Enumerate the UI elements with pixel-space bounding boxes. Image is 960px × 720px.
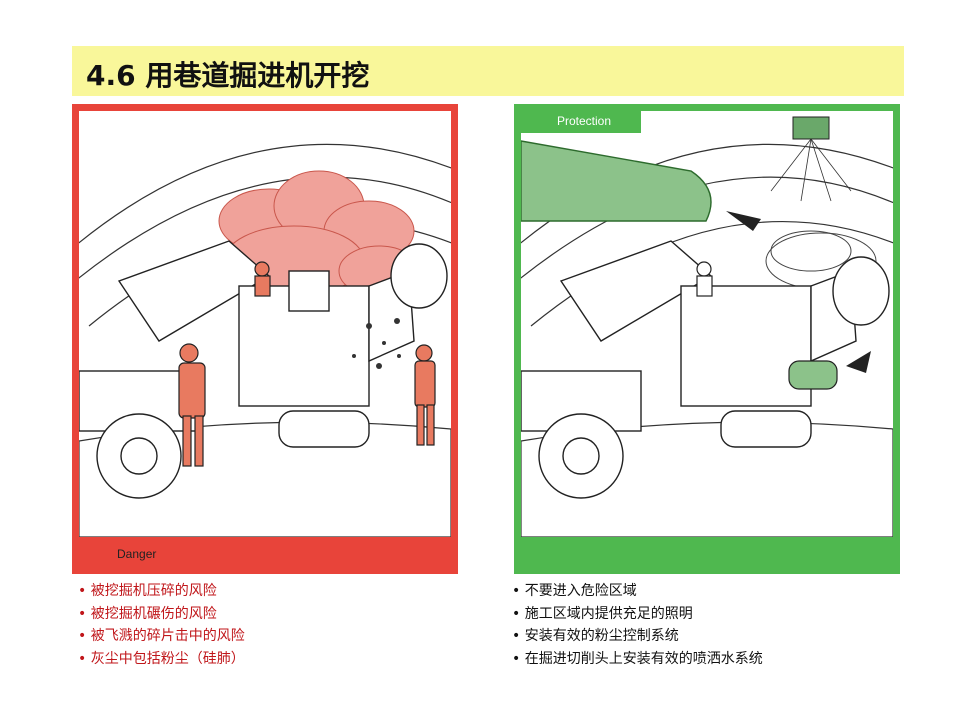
protection-item: 施工区域内提供充足的照明 [512,603,763,626]
protection-item: 不要进入危险区域 [512,580,763,603]
danger-list: 被挖掘机压碎的风险 被挖掘机碾伤的风险 被飞溅的碎片击中的风险 灰尘中包括粉尘（… [78,580,245,670]
danger-footer: Danger [79,537,451,567]
danger-panel: Danger [72,104,458,574]
title-bar: 4.6 用巷道掘进机开挖 [72,46,904,96]
danger-illustration [79,143,451,537]
protection-item: 在掘进切削头上安装有效的喷洒水系统 [512,648,763,671]
danger-item: 被挖掘机压碎的风险 [78,580,245,603]
protection-item: 安装有效的粉尘控制系统 [512,625,763,648]
danger-label: Danger [117,547,157,561]
protection-tag: Protection [521,111,641,133]
danger-item: 被飞溅的碎片击中的风险 [78,625,245,648]
protection-footer [521,537,893,567]
page-title: 4.6 用巷道掘进机开挖 [86,59,370,92]
protection-panel: Protection [514,104,900,574]
danger-item: 灰尘中包括粉尘（硅肺） [78,648,245,671]
protection-list: 不要进入危险区域 施工区域内提供充足的照明 安装有效的粉尘控制系统 在掘进切削头… [512,580,763,670]
danger-item: 被挖掘机碾伤的风险 [78,603,245,626]
protection-illustration [521,116,893,537]
protection-tag-label: Protection [557,114,612,128]
